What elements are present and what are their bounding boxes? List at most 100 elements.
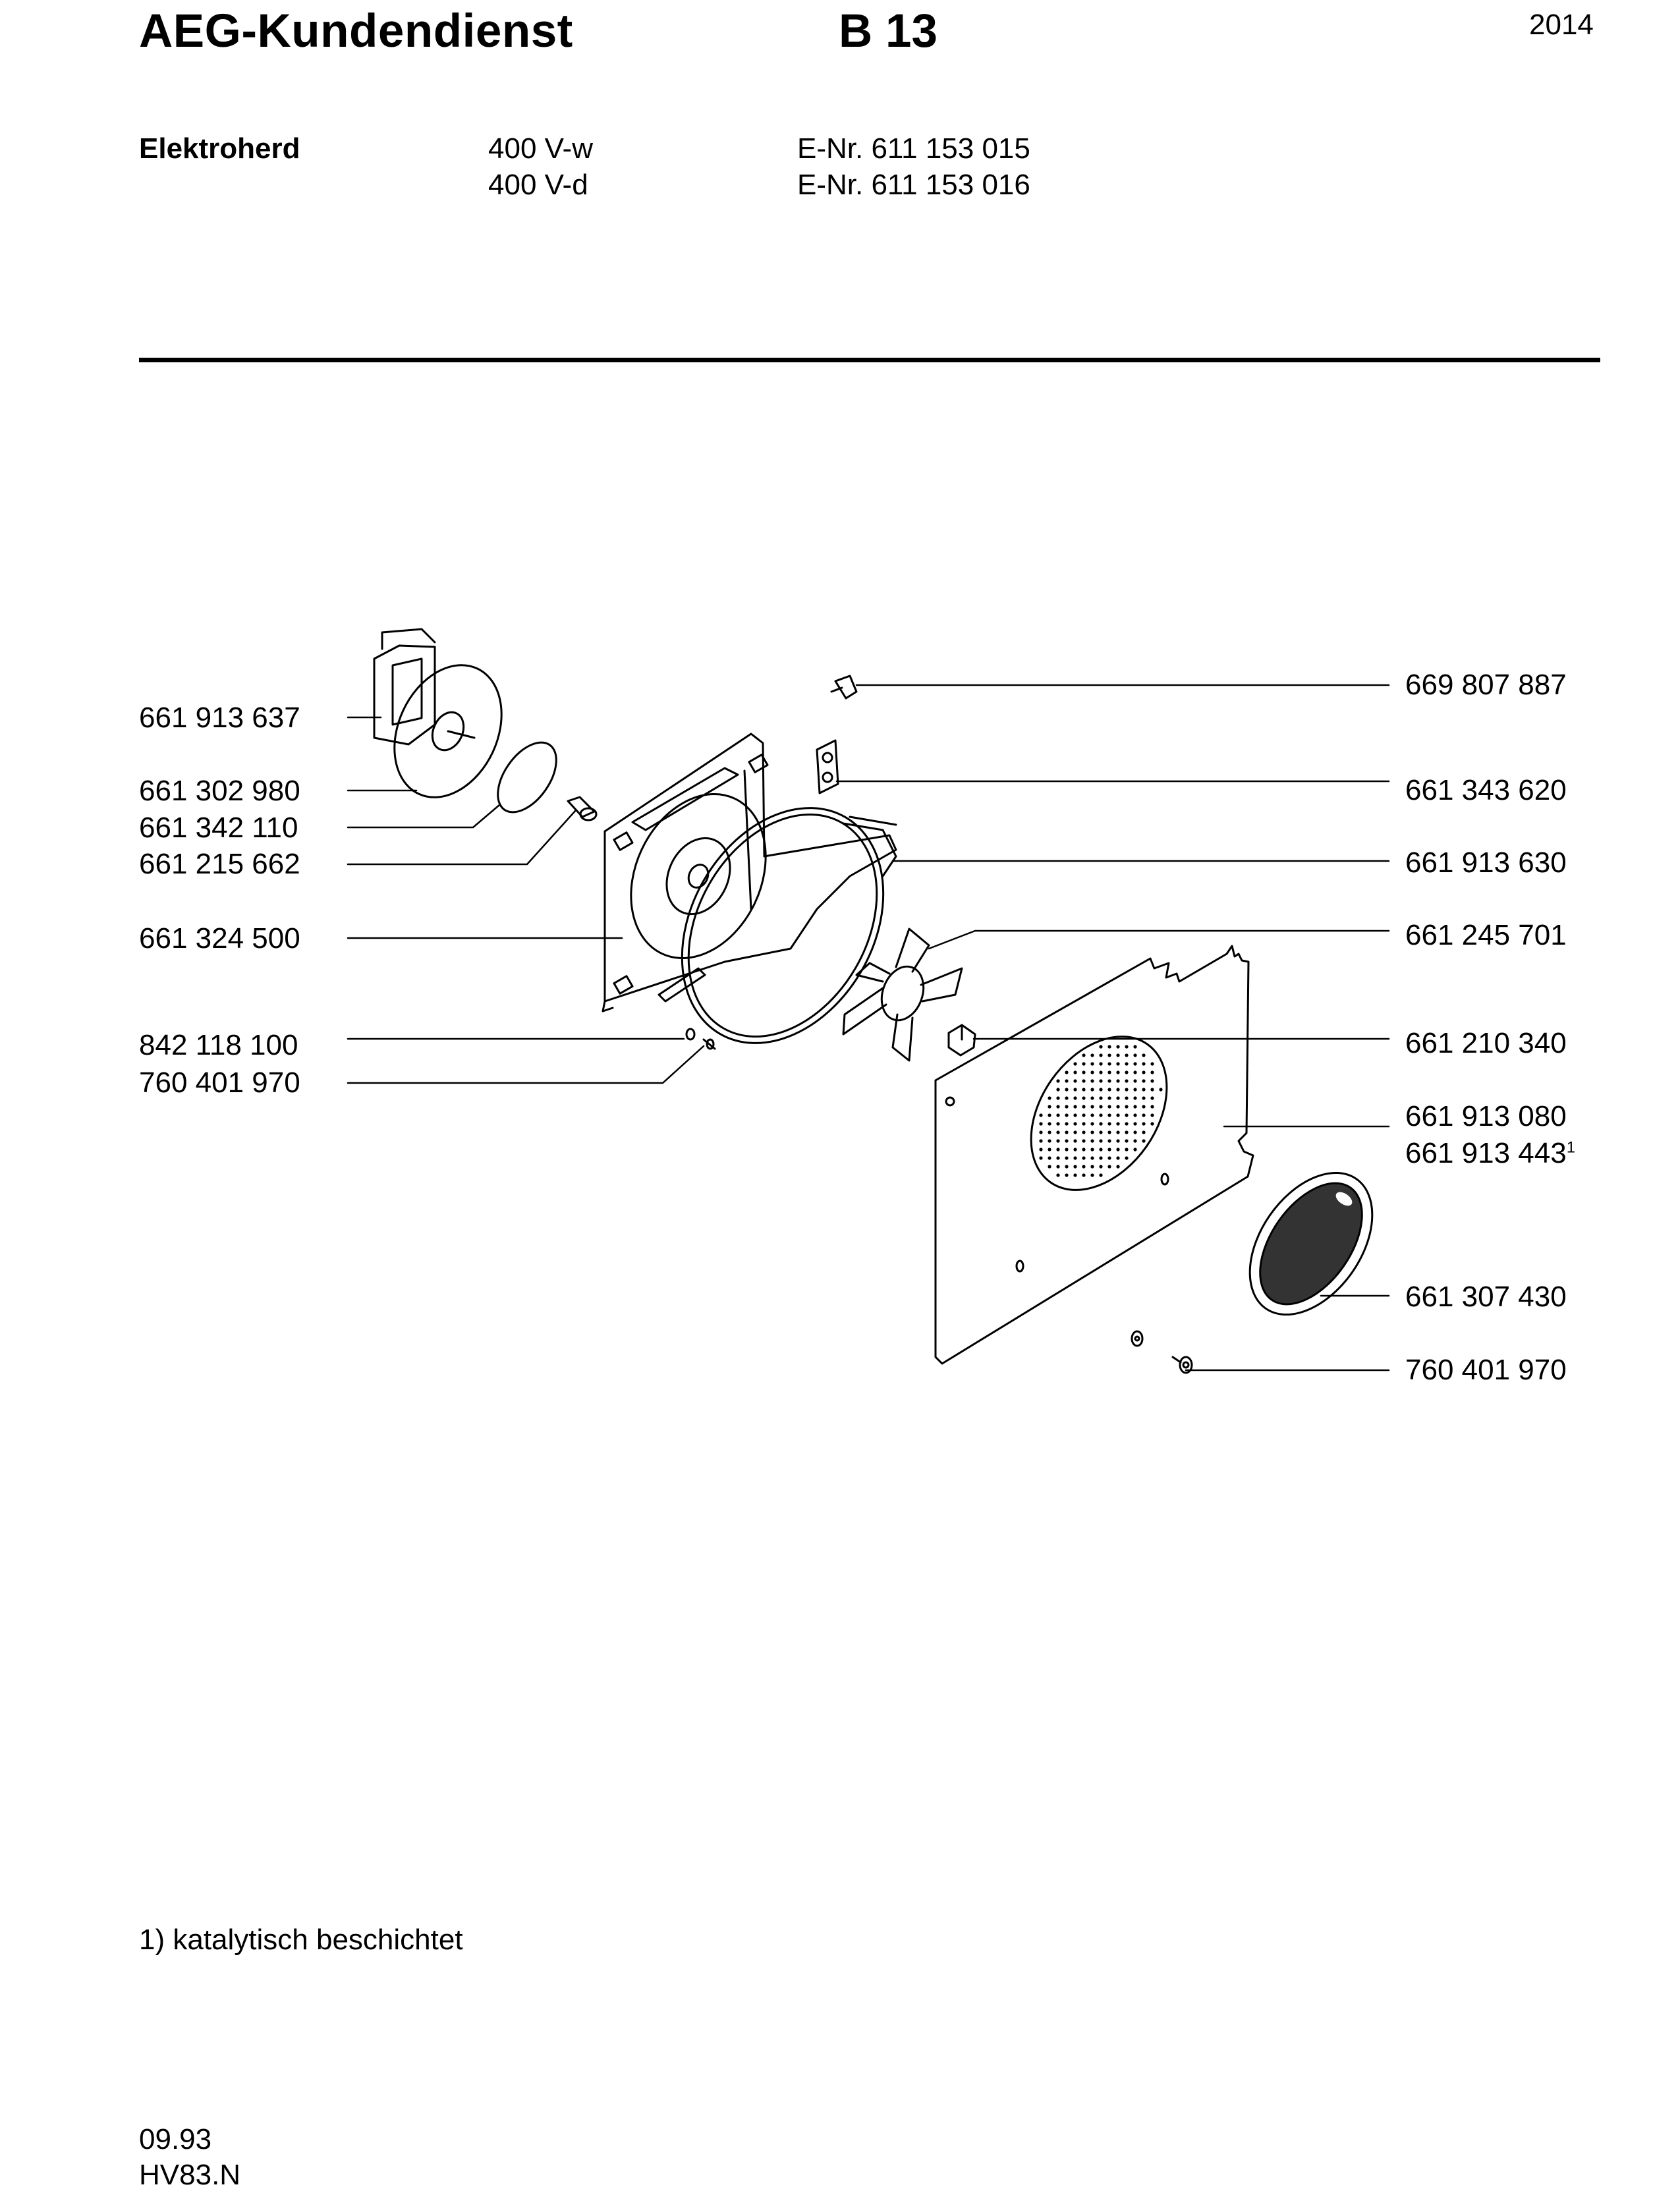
perforation-dot <box>1056 1105 1060 1109</box>
perforation-dot <box>1056 1079 1060 1083</box>
perforation-dot <box>1125 1156 1129 1160</box>
perforation-dot <box>1099 1105 1103 1109</box>
perforation-dot <box>1116 1113 1120 1117</box>
perforation-dot <box>1073 1096 1077 1100</box>
perforation-dot <box>1039 1148 1043 1151</box>
perforation-dot <box>1082 1079 1086 1083</box>
perforation-dot <box>1107 1053 1111 1057</box>
perforation-dot <box>1065 1165 1069 1169</box>
perforation-dot <box>1048 1096 1051 1100</box>
perforation-dot <box>1133 1045 1137 1049</box>
perforation-dot <box>1082 1070 1086 1074</box>
perforation-dot <box>1125 1079 1129 1083</box>
perforation-dot <box>1056 1113 1060 1117</box>
perforation-dot <box>1116 1053 1120 1057</box>
panel-perforations <box>1039 1045 1163 1177</box>
variant-voltage: 400 V-d <box>488 169 588 201</box>
part-number-label: 661 913 4431 <box>1405 1139 1575 1168</box>
perforation-dot <box>1116 1156 1120 1160</box>
perforation-dot <box>1090 1148 1094 1151</box>
perforation-dot <box>1125 1088 1129 1092</box>
perforation-dot <box>1099 1053 1103 1057</box>
disc-part <box>497 741 557 814</box>
model-code: B 13 <box>839 5 938 57</box>
perforation-dot <box>1133 1053 1137 1057</box>
perforation-dot <box>1142 1096 1146 1100</box>
perforation-dot <box>1116 1045 1120 1049</box>
part-number-label: 661 913 080 <box>1405 1100 1567 1132</box>
perforation-dot <box>1099 1165 1103 1169</box>
perforation-dot <box>1099 1122 1103 1126</box>
part-number-label: 760 401 970 <box>139 1067 300 1099</box>
perforation-dot <box>1073 1062 1077 1066</box>
perforation-dot <box>1048 1105 1051 1109</box>
part-number-label: 842 118 100 <box>139 1029 298 1061</box>
perforation-dot <box>1082 1088 1086 1092</box>
perforation-dot <box>1150 1079 1154 1083</box>
perforation-dot <box>1099 1079 1103 1083</box>
leader-lines-right <box>835 684 1390 1372</box>
perforation-dot <box>1107 1045 1111 1049</box>
perforation-dot <box>1125 1062 1129 1066</box>
perforation-dot <box>1125 1053 1129 1057</box>
part-number-label: 661 913 637 <box>139 702 300 734</box>
screw-part <box>685 1028 716 1050</box>
leader-lines-left <box>347 716 705 1084</box>
perforation-dot <box>1082 1053 1086 1057</box>
perforation-dot <box>1142 1053 1146 1057</box>
part-number-label: 661 343 620 <box>1405 774 1567 806</box>
part-number-label: 760 401 970 <box>1405 1354 1567 1386</box>
perforation-dot <box>1048 1156 1051 1160</box>
perforation-dot <box>1090 1122 1094 1126</box>
perforation-dot <box>1133 1096 1137 1100</box>
perforation-dot <box>1048 1165 1051 1169</box>
part-number-label: 661 324 500 <box>139 922 300 955</box>
perforation-dot <box>1142 1130 1146 1134</box>
perforation-dot <box>1150 1096 1154 1100</box>
perforation-dot <box>1039 1156 1043 1160</box>
back-plate-part <box>602 733 897 1012</box>
perforation-dot <box>1142 1122 1146 1126</box>
perforation-dot <box>1159 1088 1163 1092</box>
perforation-dot <box>1133 1079 1137 1083</box>
perforation-dot <box>1073 1122 1077 1126</box>
perforation-dot <box>1116 1062 1120 1066</box>
perforation-dot <box>1039 1113 1043 1117</box>
perforation-dot <box>1039 1139 1043 1143</box>
perforation-dot <box>1056 1139 1060 1143</box>
perforation-dot <box>1099 1045 1103 1049</box>
perforation-dot <box>1099 1096 1103 1100</box>
perforation-dot <box>1133 1062 1137 1066</box>
perforation-dot <box>1133 1139 1137 1143</box>
perforation-dot <box>1107 1165 1111 1169</box>
perforation-dot <box>1150 1070 1154 1074</box>
page-number: 2014 <box>1529 9 1594 41</box>
footnote-text: 1) katalytisch beschichtet <box>139 1924 463 1956</box>
perforation-dot <box>1142 1088 1146 1092</box>
perforation-dot <box>1073 1079 1077 1083</box>
perforation-dot <box>1065 1105 1069 1109</box>
perforation-dot <box>1099 1130 1103 1134</box>
perforation-dot <box>1082 1096 1086 1100</box>
perforation-dot <box>1107 1062 1111 1066</box>
perforation-dot <box>1065 1070 1069 1074</box>
perforation-dot <box>1107 1113 1111 1117</box>
perforation-dot <box>1107 1130 1111 1134</box>
variant-enr: E-Nr. 611 153 015 <box>797 132 1030 165</box>
perforation-dot <box>1116 1088 1120 1092</box>
perforation-dot <box>1125 1113 1129 1117</box>
perforation-dot <box>1056 1148 1060 1151</box>
perforation-dot <box>1056 1130 1060 1134</box>
perforation-dot <box>1150 1105 1154 1109</box>
rear-panel-part <box>934 945 1254 1365</box>
perforation-dot <box>1065 1122 1069 1126</box>
appliance-type: Elektroherd <box>139 132 300 165</box>
catalytic-mesh-part <box>1248 1171 1374 1316</box>
perforation-dot <box>1056 1156 1060 1160</box>
perforation-dot <box>1125 1130 1129 1134</box>
perforation-dot <box>1082 1165 1086 1169</box>
perforation-dot <box>1116 1148 1120 1151</box>
perforation-dot <box>1065 1139 1069 1143</box>
perforation-dot <box>1142 1062 1146 1066</box>
perforation-dot <box>1082 1156 1086 1160</box>
